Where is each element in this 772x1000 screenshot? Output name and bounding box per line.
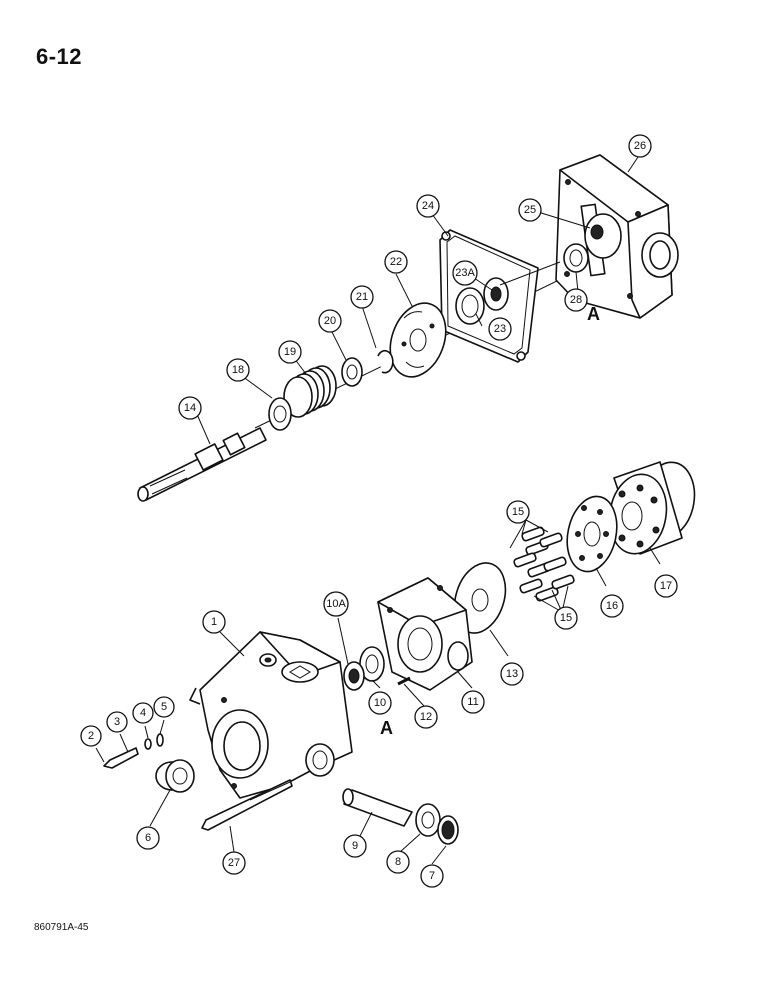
snap-ring xyxy=(377,349,394,374)
needle-bearing xyxy=(415,803,441,837)
callout-6: 6 xyxy=(136,826,160,850)
section-marker-a-lower: A xyxy=(380,718,393,738)
callout-17: 17 xyxy=(654,574,678,598)
callout-20: 20 xyxy=(318,309,342,333)
callout-9: 9 xyxy=(343,834,367,858)
svg-text:16: 16 xyxy=(606,600,618,612)
callout-26: 26 xyxy=(628,134,652,158)
swash-plate xyxy=(377,577,473,691)
callout-11: 11 xyxy=(461,690,485,714)
svg-text:5: 5 xyxy=(161,701,167,713)
callout-7: 7 xyxy=(420,864,444,888)
bearing xyxy=(343,646,385,691)
callout-16: 16 xyxy=(600,594,624,618)
svg-text:23: 23 xyxy=(494,323,506,335)
svg-text:8: 8 xyxy=(395,856,401,868)
callout-27: 27 xyxy=(222,851,246,875)
callout-24: 24 xyxy=(416,194,440,218)
callout-18: 18 xyxy=(226,358,250,382)
svg-text:2: 2 xyxy=(88,730,94,742)
washer xyxy=(341,357,363,387)
shaft-seal xyxy=(437,815,459,845)
callout-1: 1 xyxy=(202,610,226,634)
svg-text:7: 7 xyxy=(429,870,435,882)
callout-22: 22 xyxy=(384,250,408,274)
callout-10: 10 xyxy=(368,691,392,715)
adjusting-screw xyxy=(103,733,164,769)
svg-text:14: 14 xyxy=(184,402,196,414)
pump-housing xyxy=(189,631,353,799)
callout-28: 28 xyxy=(564,288,588,312)
seal-cap xyxy=(155,759,195,793)
svg-text:19: 19 xyxy=(284,346,296,358)
piston-set xyxy=(513,526,575,602)
callout-4: 4 xyxy=(132,702,154,724)
callout-2: 2 xyxy=(80,725,102,747)
svg-text:15: 15 xyxy=(512,506,524,518)
spring-washer xyxy=(268,397,292,431)
callout-10a: 10A xyxy=(323,591,349,617)
callout-23: 23 xyxy=(488,317,512,341)
svg-text:27: 27 xyxy=(228,857,240,869)
callout-5: 5 xyxy=(153,696,175,718)
callout-8: 8 xyxy=(386,850,410,874)
drive-shaft xyxy=(137,427,267,502)
svg-text:23A: 23A xyxy=(455,267,475,279)
svg-text:22: 22 xyxy=(390,256,402,268)
svg-text:10A: 10A xyxy=(326,598,346,610)
svg-text:9: 9 xyxy=(352,840,358,852)
page-number: 6-12 xyxy=(36,44,83,69)
svg-text:12: 12 xyxy=(420,711,432,723)
callout-25: 25 xyxy=(518,198,542,222)
dowel-pin xyxy=(397,676,411,686)
svg-text:24: 24 xyxy=(422,200,434,212)
figure-code: 860791A-45 xyxy=(34,922,89,933)
callout-19: 19 xyxy=(278,340,302,364)
section-marker-a-upper: A xyxy=(587,304,600,324)
svg-text:17: 17 xyxy=(660,580,672,592)
svg-text:18: 18 xyxy=(232,364,244,376)
callout-21: 21 xyxy=(350,285,374,309)
svg-text:15: 15 xyxy=(560,612,572,624)
svg-text:13: 13 xyxy=(506,668,518,680)
svg-text:21: 21 xyxy=(356,291,368,303)
callout-12: 12 xyxy=(414,705,438,729)
svg-text:11: 11 xyxy=(467,696,478,708)
port-plate-gasket xyxy=(439,229,539,363)
svg-text:26: 26 xyxy=(634,140,646,152)
spring xyxy=(283,365,337,418)
valve-plate xyxy=(389,302,447,378)
callout-13: 13 xyxy=(500,662,524,686)
callout-15-lower: 15 xyxy=(554,606,578,630)
svg-text:6: 6 xyxy=(145,832,151,844)
svg-text:28: 28 xyxy=(570,294,582,306)
cylinder-block xyxy=(608,461,696,555)
end-cover xyxy=(555,154,679,319)
callout-3: 3 xyxy=(106,711,128,733)
housing-bolt xyxy=(201,779,293,831)
svg-text:10: 10 xyxy=(374,697,386,709)
callout-15-upper: 15 xyxy=(506,500,530,524)
callout-14: 14 xyxy=(178,396,202,420)
retainer-plate xyxy=(566,495,618,573)
callout-23a: 23A xyxy=(452,260,478,286)
svg-text:3: 3 xyxy=(114,716,120,728)
svg-text:4: 4 xyxy=(140,707,146,719)
pintle-shaft xyxy=(342,788,413,827)
svg-text:20: 20 xyxy=(324,315,336,327)
svg-text:1: 1 xyxy=(211,616,217,628)
svg-text:25: 25 xyxy=(524,204,536,216)
